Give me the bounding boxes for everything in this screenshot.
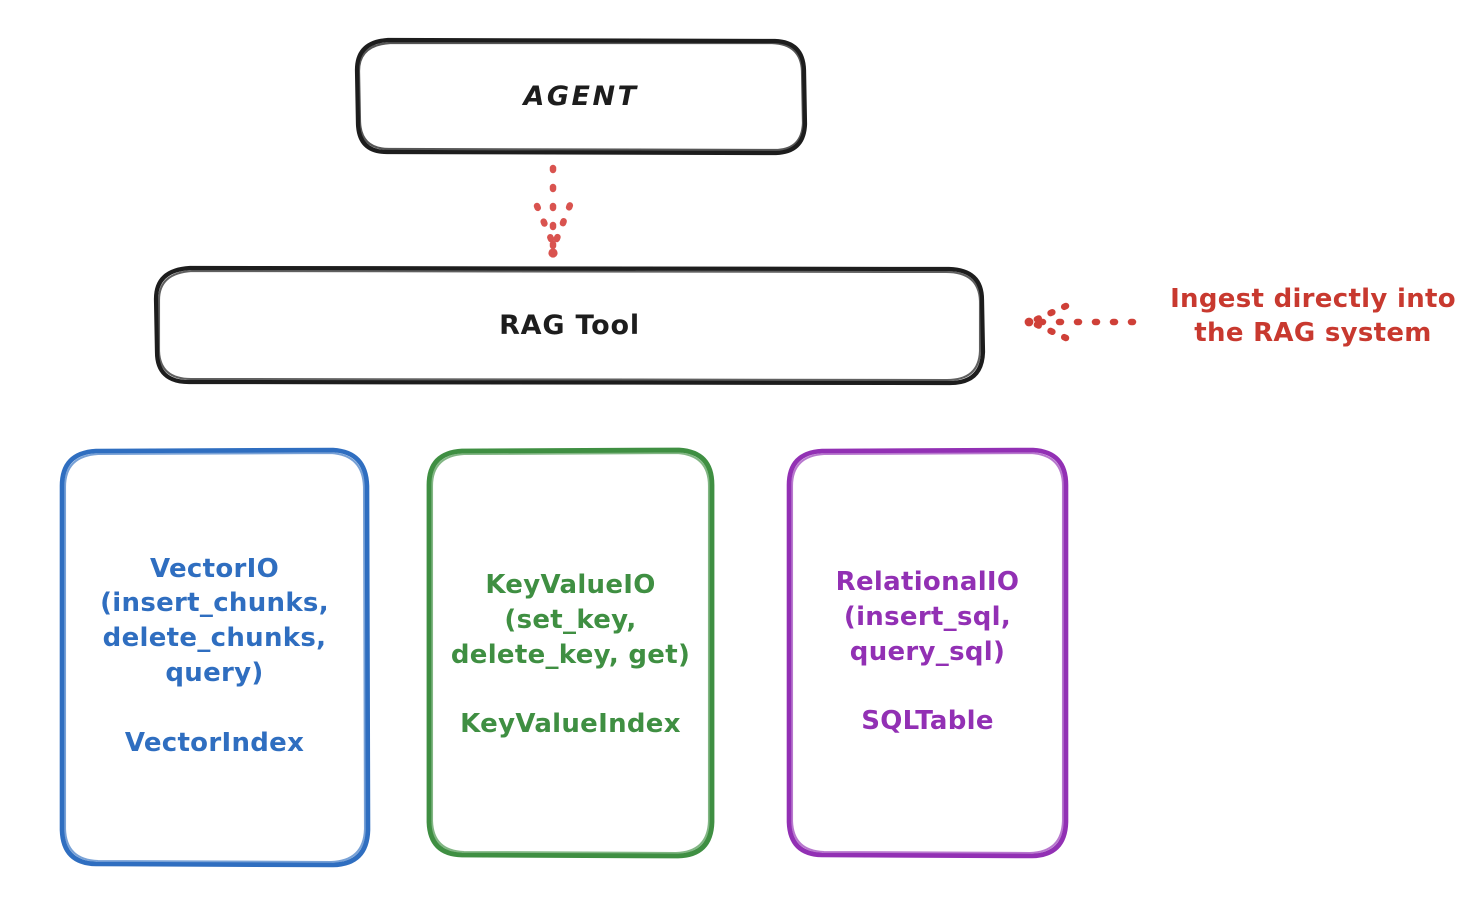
agent-box-outline xyxy=(354,37,808,156)
rag-tool-node[interactable]: RAG Tool xyxy=(156,267,983,384)
vectorio-node[interactable]: VectorIO (insert_chunks, delete_chunks, … xyxy=(62,450,367,866)
relationalio-node[interactable]: RelationalIO (insert_sql, query_sql) SQL… xyxy=(789,450,1066,856)
keyvalueio-box-outline xyxy=(426,447,715,859)
rag-tool-label: RAG Tool xyxy=(499,309,640,341)
keyvalueio-label: KeyValueIO (set_key, delete_key, get) Ke… xyxy=(450,569,691,740)
agent-node[interactable]: AGENT xyxy=(357,39,805,154)
vectorio-box-outline xyxy=(59,447,371,868)
agent-label: AGENT xyxy=(523,80,639,112)
vectorio-label: VectorIO (insert_chunks, delete_chunks, … xyxy=(100,553,329,758)
ingest-arrow-connector xyxy=(1024,302,1137,342)
relationalio-label: RelationalIO (insert_sql, query_sql) SQL… xyxy=(835,566,1020,737)
agent-to-rag-connector xyxy=(533,164,574,258)
relationalio-box-outline xyxy=(786,447,1069,859)
ingest-annotation-text: Ingest directly into the RAG system xyxy=(1170,284,1456,349)
keyvalueio-node[interactable]: KeyValueIO (set_key, delete_key, get) Ke… xyxy=(429,450,712,856)
rag-tool-box-outline xyxy=(153,265,986,386)
